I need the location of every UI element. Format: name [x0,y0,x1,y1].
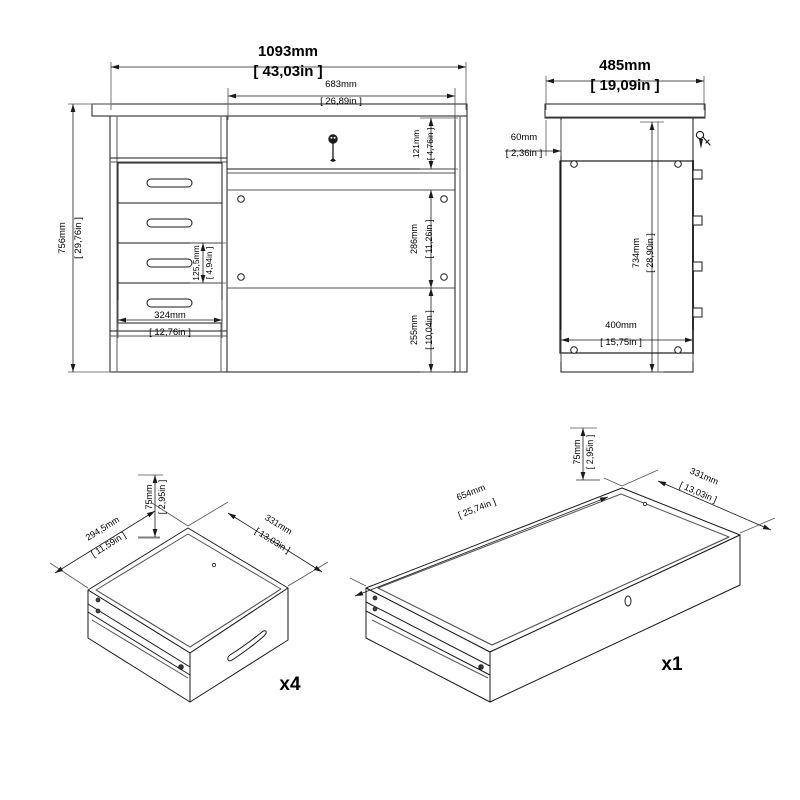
side-view-dimension-labels: 485mm [ 19,09in ] 60mm [ 2,36in ] 734mm … [506,57,660,348]
dim-overall-height-mm: 756mm [57,222,68,254]
front-view-group [91,103,468,373]
dim-small-drawer-height-mm: 125,5mm [191,245,201,280]
small-drawer-isometric-group [87,527,289,703]
dim-top-depth-in: [ 19,09in ] [590,77,659,94]
front-view-dimension-labels: 1093mm [ 43,03in ] 683mm [ 26,89in ] 756… [57,43,435,350]
large-drawer-quantity-label: x1 [661,654,683,675]
dim-small-drawer-height-in: [ 4,94in ] [204,247,214,280]
side-view-group [544,103,711,373]
dim-side-panel-height-mm: 734mm [631,238,641,268]
dim-top-drawer-height-in: [ 4,76in ] [425,128,435,161]
dim-side-panel-depth-in: [ 15,75in ] [600,337,642,348]
dim-side-panel-height-in: [ 28,90in ] [645,233,655,273]
dim-overall-height-in: [ 29,76in ] [73,217,84,259]
small-drawer-quantity-label: x4 [279,674,301,695]
dim-mid-panel-height-mm: 286mm [409,224,419,254]
dim-top-drawer-height-mm: 121mm [411,130,421,158]
dim-large-drawer-height-in: [ 2,95in ] [585,435,595,470]
front-view-dimensions [68,62,467,373]
side-view-dimensions [505,76,705,373]
side-view-key-icon [695,130,711,149]
dim-large-drawer-width-mm: 654mm [455,482,487,502]
dim-overall-width-in: [ 43,03in ] [253,63,322,80]
dim-lower-panel-height-in: [ 10,04in ] [424,310,434,350]
dim-small-drawer-height-in: [ 2,95in ] [157,480,167,515]
dim-top-drawer-width-in: [ 26,89in ] [320,96,362,107]
dim-overall-width-mm: 1093mm [258,43,318,60]
right-section [226,115,468,373]
dim-top-overhang-in: [ 2,36in ] [506,148,542,159]
large-drawer-isometric-group [365,487,741,703]
dim-mid-panel-height-in: [ 11,26in ] [424,220,434,259]
dim-small-drawer-width-mm: 324mm [154,310,186,321]
left-pedestal [109,115,228,373]
dim-top-depth-mm: 485mm [599,57,651,74]
dim-small-drawer-width-in: [ 12,76in ] [149,327,191,338]
desk-top-front [91,103,468,117]
dim-lower-panel-height-mm: 255mm [409,315,419,345]
drawer-key-icon [328,134,338,162]
dim-top-drawer-width-mm: 683mm [325,79,357,90]
dim-large-drawer-height-mm: 75mm [572,439,582,464]
dim-small-drawer-height-mm: 75mm [144,484,154,509]
dim-side-panel-depth-mm: 400mm [605,320,637,331]
dim-top-overhang-mm: 60mm [511,132,537,143]
large-drawer-dimensions [349,427,776,597]
small-drawer-dimensions [49,474,329,589]
